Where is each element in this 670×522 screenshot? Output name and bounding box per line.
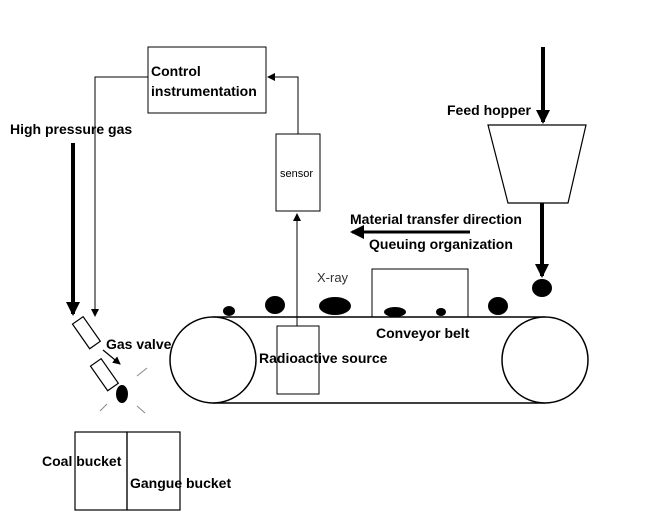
- gangue-bucket-label: Gangue bucket: [130, 475, 231, 491]
- feed-hopper-label: Feed hopper: [447, 102, 532, 118]
- transfer-direction-label: Material transfer direction: [350, 211, 522, 227]
- falling-coal-particle: [532, 279, 552, 297]
- control-label-line2: instrumentation: [151, 83, 257, 99]
- high-pressure-gas-label: High pressure gas: [10, 121, 132, 137]
- conveyor-left-roller: [169, 316, 257, 404]
- coal-bucket: [74, 431, 128, 511]
- control-instrumentation-box: [147, 46, 267, 114]
- conveyor-belt: [169, 316, 589, 404]
- xray-label: X-ray: [317, 270, 349, 285]
- coal-bucket-label: Coal bucket: [42, 453, 122, 469]
- radioactive-source-label: Radioactive source: [259, 350, 388, 366]
- ejected-coal-particle: [116, 385, 128, 403]
- belt-particles: [223, 296, 508, 317]
- control-to-valve-line: [91, 76, 148, 317]
- feed-hopper: [487, 124, 587, 204]
- spray-lines: [99, 367, 148, 414]
- conveyor-belt-label: Conveyor belt: [376, 325, 470, 341]
- queuing-organization-label: Queuing organization: [369, 236, 513, 252]
- radioactive-source-box: [276, 325, 320, 395]
- control-label-line1: Control: [151, 63, 201, 79]
- gangue-bucket: [126, 431, 181, 511]
- sensor-to-control-line: [267, 73, 299, 134]
- conveyor-right-roller: [501, 316, 589, 404]
- gas-valve-label: Gas valve: [106, 336, 172, 352]
- gas-valve: [71, 315, 121, 392]
- sensor-label: sensor: [280, 168, 313, 180]
